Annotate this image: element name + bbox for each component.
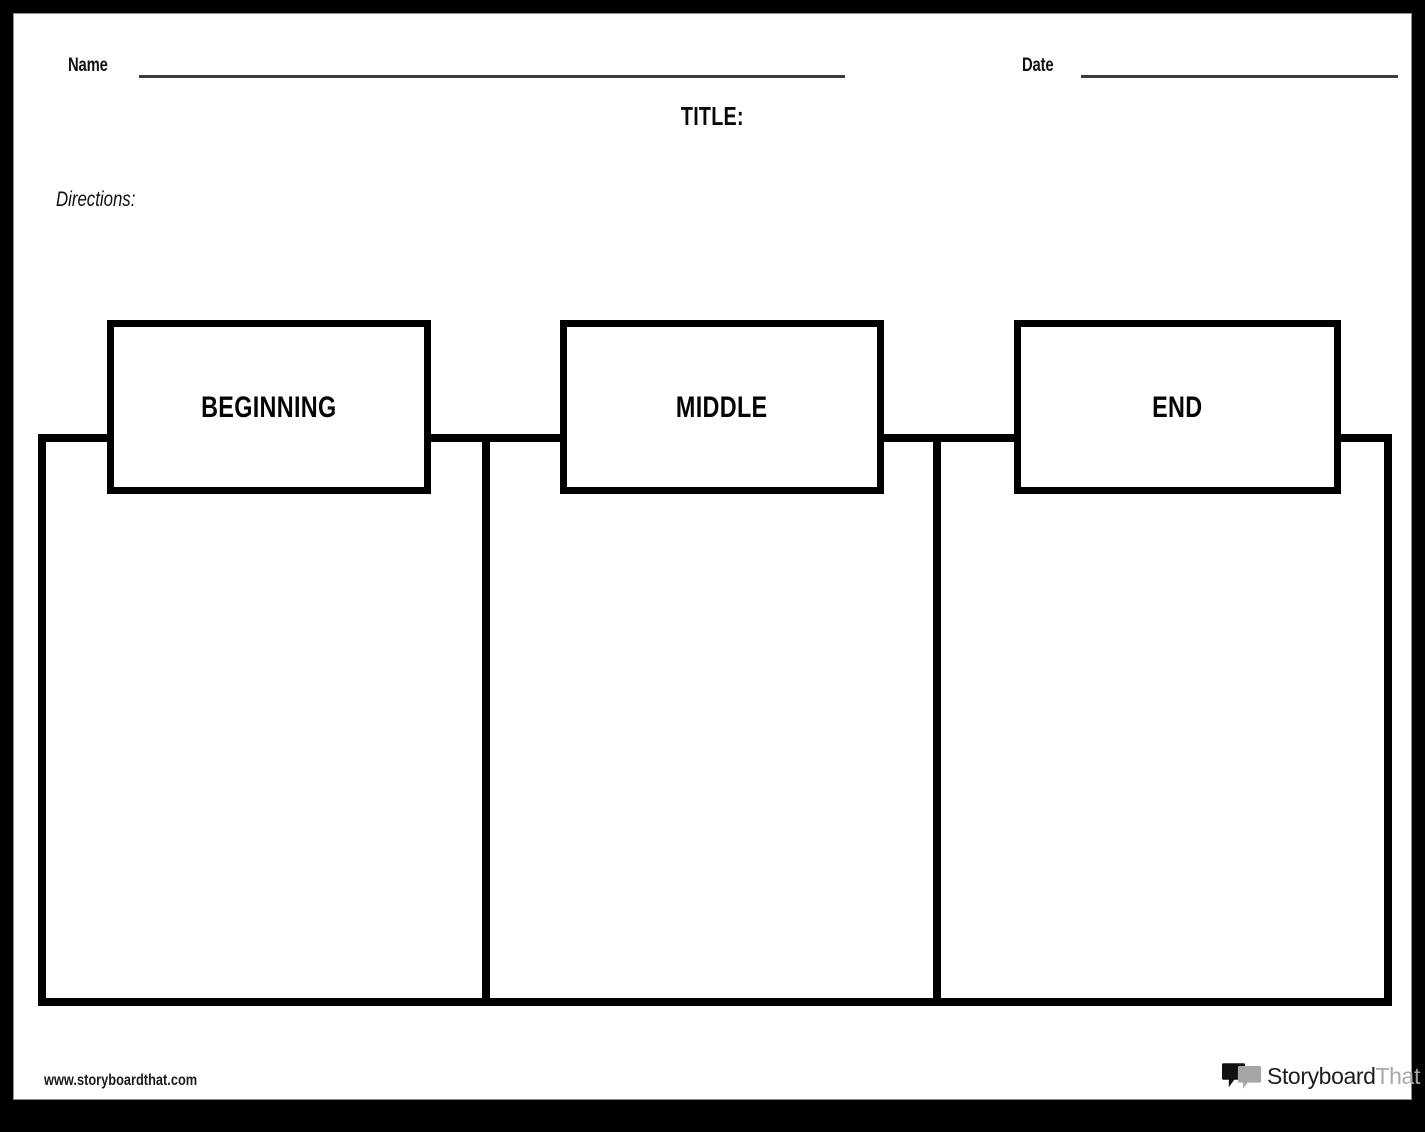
directions-label: Directions:: [56, 188, 136, 211]
date-input-line[interactable]: [1081, 75, 1398, 78]
stage-label-beginning: BEGINNING: [201, 391, 337, 424]
stage-box-beginning[interactable]: BEGINNING: [107, 320, 431, 494]
site-url-text: www.storyboardthat.com: [44, 1072, 198, 1089]
storyboardthat-logo[interactable]: StoryboardThat: [1222, 1056, 1420, 1096]
name-input-line[interactable]: [139, 75, 845, 78]
date-label: Date: [1022, 55, 1054, 76]
name-label: Name: [68, 55, 108, 76]
brand-wordmark: StoryboardThat: [1267, 1063, 1420, 1090]
title-label: TITLE:: [681, 101, 744, 131]
story-organizer: BEGINNING MIDDLE END: [14, 14, 1413, 1101]
brand-wordmark-primary: Storyboard: [1267, 1062, 1376, 1089]
stage-box-middle[interactable]: MIDDLE: [560, 320, 884, 494]
column-well-end[interactable]: [933, 434, 1392, 1006]
title-field[interactable]: TITLE:: [14, 101, 1411, 132]
stage-label-middle: MIDDLE: [676, 391, 768, 424]
column-well-beginning[interactable]: [38, 434, 490, 1006]
stage-box-end[interactable]: END: [1014, 320, 1341, 494]
speech-bubbles-icon: [1222, 1063, 1262, 1089]
column-well-middle[interactable]: [482, 434, 941, 1006]
stage-label-end: END: [1152, 391, 1203, 424]
brand-wordmark-secondary: That: [1375, 1062, 1421, 1089]
worksheet-sheet: Name Date TITLE: Directions: BEGINNING M…: [13, 13, 1420, 1101]
